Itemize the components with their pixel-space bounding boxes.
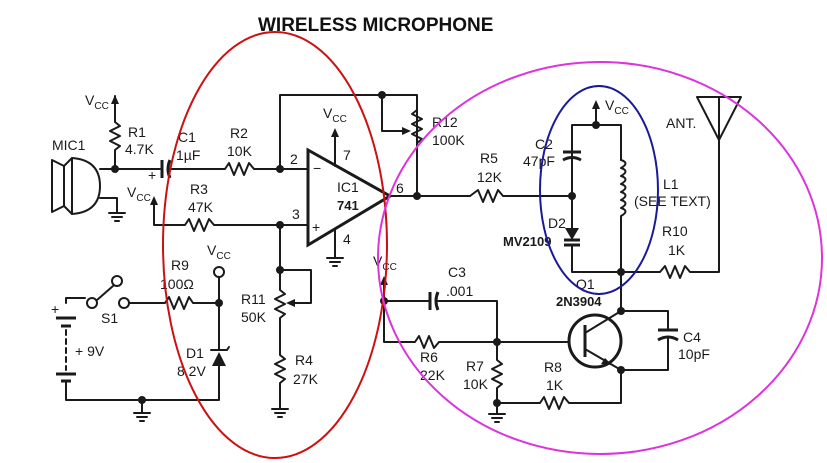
vcc-label: VCC — [85, 92, 109, 112]
vcc-arrow-icon — [150, 196, 158, 205]
r1-resistor — [109, 101, 121, 170]
r10-ref: R10 — [662, 223, 688, 239]
r7-ref: R7 — [466, 358, 484, 374]
svg-text:VCC: VCC — [323, 105, 347, 125]
svg-text:4: 4 — [343, 231, 351, 247]
r11-r4-resistors — [274, 269, 286, 409]
r4-value: 27K — [293, 371, 319, 387]
battery-9v — [56, 316, 76, 383]
r1-value: 4.7K — [125, 141, 154, 157]
q1-transistor — [567, 313, 623, 369]
red-highlight-ellipse — [162, 31, 388, 459]
svg-text:+: + — [148, 167, 156, 183]
s1-switch[interactable] — [86, 297, 98, 309]
r6-value: 22K — [420, 367, 446, 383]
r2-value: 10K — [227, 143, 253, 159]
ic1-value: 741 — [337, 198, 359, 213]
r11-value: 50K — [241, 309, 267, 325]
svg-text:VCC: VCC — [127, 184, 151, 204]
svg-text:3: 3 — [292, 206, 300, 222]
ic1-opamp — [306, 147, 393, 248]
r3-resistor — [153, 204, 309, 232]
svg-text:+: + — [51, 301, 59, 317]
diagram-title: WIRELESS MICROPHONE — [258, 15, 493, 36]
c4-value: 10pF — [678, 346, 710, 362]
r10-resistor — [620, 139, 720, 279]
magenta-highlight-ellipse — [377, 61, 823, 455]
d1-zener — [212, 352, 226, 366]
ground-symbol — [108, 212, 126, 222]
d2-ref: D2 — [548, 215, 566, 231]
r6-resistor — [383, 282, 498, 349]
d1-ref: D1 — [186, 345, 204, 361]
r9-ref: R9 — [171, 257, 189, 273]
ic1-ref: IC1 — [337, 179, 359, 195]
r6-ref: R6 — [420, 349, 438, 365]
r7-value: 10K — [463, 376, 489, 392]
r5-resistor — [469, 189, 573, 203]
c2-value: 47pF — [523, 153, 555, 169]
c4-capacitor — [657, 328, 679, 342]
r4-ref: R4 — [295, 352, 313, 368]
svg-text:2: 2 — [290, 151, 298, 167]
r2-resistor — [169, 162, 281, 176]
mic1-label: MIC1 — [52, 137, 86, 153]
l1-ref: L1 — [663, 176, 679, 192]
blue-highlight-ellipse — [539, 85, 659, 295]
l1-value: (SEE TEXT) — [634, 193, 711, 209]
q1-ref: Q1 — [576, 276, 595, 292]
svg-text:VCC: VCC — [207, 242, 231, 262]
svg-text:VCC: VCC — [605, 97, 629, 117]
c3-ref: C3 — [448, 264, 466, 280]
d2-varactor — [565, 228, 579, 240]
r9-value: 100Ω — [160, 276, 194, 292]
svg-text:+: + — [312, 219, 320, 235]
r10-value: 1K — [668, 242, 686, 258]
c1-value: 1µF — [176, 147, 200, 163]
r12-potentiometer — [411, 109, 423, 144]
r8-ref: R8 — [544, 359, 562, 375]
r11-ref: R11 — [241, 291, 266, 307]
antenna-label: ANT. — [666, 115, 696, 131]
microphone-symbol — [51, 157, 101, 215]
c3-value: .001 — [446, 283, 473, 299]
d2-value: MV2109 — [503, 234, 551, 249]
r12-value: 100K — [432, 132, 465, 148]
r8-value: 1K — [546, 377, 564, 393]
r1-ref: R1 — [128, 124, 146, 140]
vcc-arrow-icon — [111, 95, 119, 104]
s1-label: S1 — [101, 310, 118, 326]
svg-text:7: 7 — [343, 147, 351, 163]
wire — [99, 197, 118, 213]
svg-text:−: − — [313, 160, 321, 176]
r8-resistor — [496, 369, 622, 410]
r12-ref: R12 — [432, 114, 458, 130]
d1-value: 8.2V — [177, 363, 206, 379]
svg-text:6: 6 — [396, 180, 404, 196]
r5-ref: R5 — [480, 150, 498, 166]
q1-value: 2N3904 — [556, 294, 602, 309]
r3-ref: R3 — [190, 181, 208, 197]
c2-capacitor — [562, 150, 582, 162]
c4-ref: C4 — [683, 329, 701, 345]
r9-resistor — [128, 296, 220, 310]
c3-capacitor — [428, 291, 440, 311]
c1-ref: C1 — [178, 129, 196, 145]
l1-inductor — [620, 159, 627, 273]
svg-text:VCC: VCC — [373, 253, 397, 273]
r3-value: 47K — [188, 199, 214, 215]
r2-ref: R2 — [230, 125, 248, 141]
r5-value: 12K — [477, 169, 503, 185]
r7-resistor — [491, 341, 503, 404]
c2-ref: C2 — [535, 136, 553, 152]
battery-value: + 9V — [75, 343, 105, 359]
